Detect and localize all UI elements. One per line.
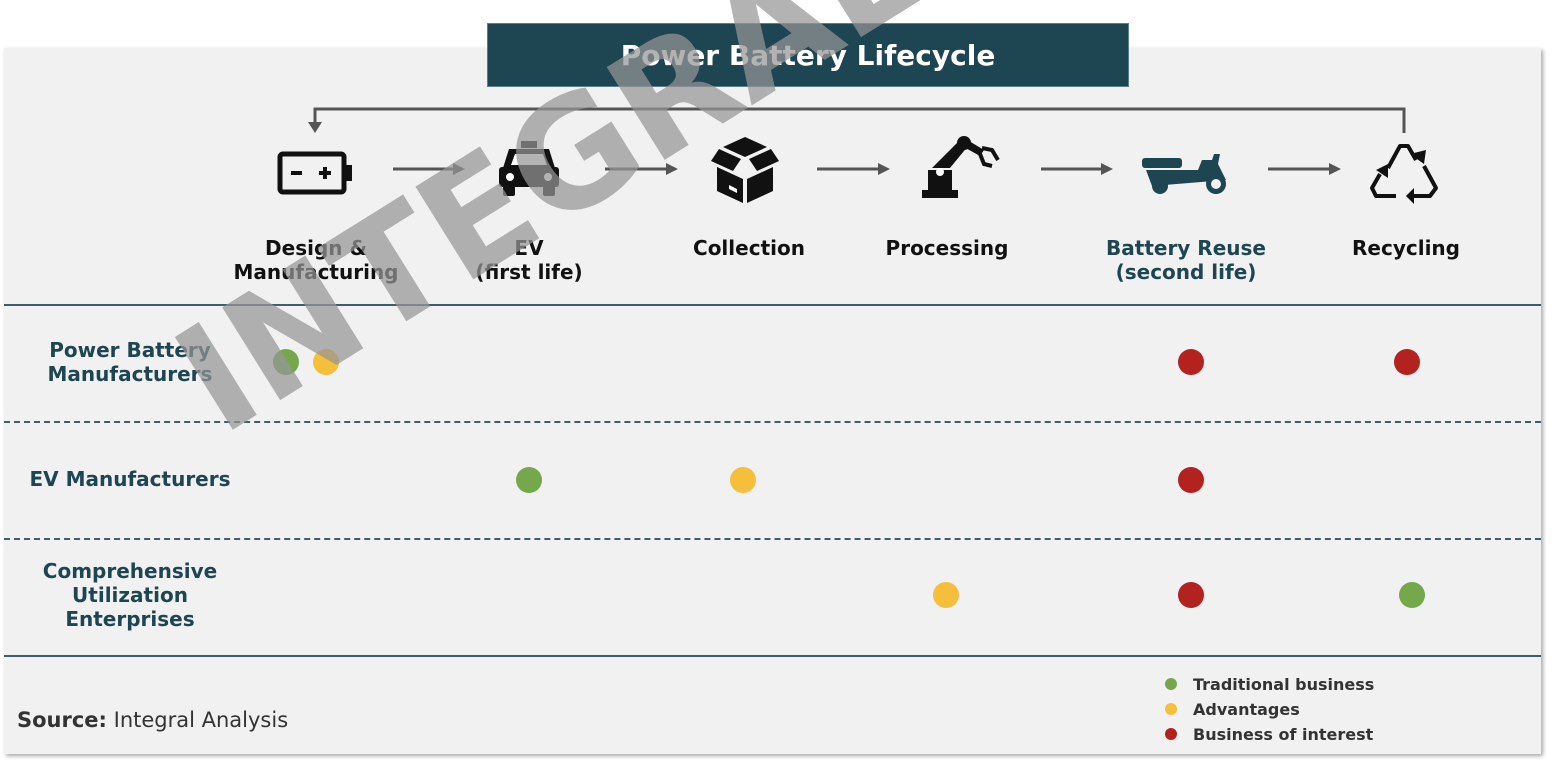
- stage-label-recycling: Recycling: [1352, 236, 1460, 260]
- source-prefix: Source:: [17, 708, 107, 732]
- flow-arrow-4: [1041, 163, 1113, 175]
- recycle-icon: [1370, 144, 1438, 204]
- diagram-panel: [4, 48, 1541, 754]
- separator-footer: [4, 655, 1541, 657]
- matrix-dot-row1-traditional: [273, 349, 299, 375]
- legend-label-traditional: Traditional business: [1193, 675, 1375, 694]
- matrix-dot-row2-interest: [1178, 467, 1204, 493]
- battery-icon: [277, 151, 352, 195]
- flow-arrow-3: [817, 163, 890, 175]
- car-icon: [499, 141, 559, 196]
- boxes-icon: [711, 137, 779, 203]
- scooter-icon: [1142, 154, 1226, 194]
- matrix-dot-row2-advantage: [730, 467, 756, 493]
- source-note: Source: Integral Analysis: [17, 708, 288, 732]
- row-label-comprehensive-utilization: Comprehensive Utilization Enterprises: [42, 559, 218, 631]
- row-label-power-battery-manufacturers: Power Battery Manufacturers: [47, 338, 213, 386]
- flow-arrow-5: [1268, 163, 1341, 175]
- stage-label-ev: EV (first life): [475, 236, 583, 284]
- matrix-dot-row3-advantage: [933, 582, 959, 608]
- matrix-dot-row1-advantage: [313, 349, 339, 375]
- matrix-dot-row1-interest: [1394, 349, 1420, 375]
- separator-row-2: [4, 538, 1541, 540]
- legend-label-interest: Business of interest: [1193, 725, 1374, 744]
- matrix-dot-row1-interest: [1178, 349, 1204, 375]
- legend-label-advantage: Advantages: [1193, 700, 1300, 719]
- diagram-title: Power Battery Lifecycle: [487, 23, 1129, 87]
- robot-arm-icon: [922, 136, 1000, 198]
- stage-label-collection: Collection: [693, 236, 805, 260]
- stage-label-processing: Processing: [885, 236, 1009, 260]
- flow-arrow-2: [605, 163, 678, 175]
- matrix-dot-row2-traditional: [516, 467, 542, 493]
- separator-row-1: [4, 421, 1541, 423]
- legend-dot-interest: [1165, 728, 1177, 740]
- flow-arrow-1: [393, 163, 465, 175]
- row-label-ev-manufacturers: EV Manufacturers: [29, 467, 231, 491]
- source-text: Integral Analysis: [106, 708, 289, 732]
- flow-arrows: [393, 163, 1341, 175]
- matrix-dot-row3-interest: [1178, 582, 1204, 608]
- legend-dot-advantage: [1165, 703, 1177, 715]
- matrix-dot-row3-traditional: [1399, 582, 1425, 608]
- stage-label-design: Design & Manufacturing: [233, 236, 399, 284]
- feedback-loop-arrow: [308, 107, 1406, 133]
- separator-header: [4, 304, 1541, 306]
- legend-dot-traditional: [1165, 678, 1177, 690]
- stage-label-battery-reuse: Battery Reuse (second life): [1106, 236, 1266, 284]
